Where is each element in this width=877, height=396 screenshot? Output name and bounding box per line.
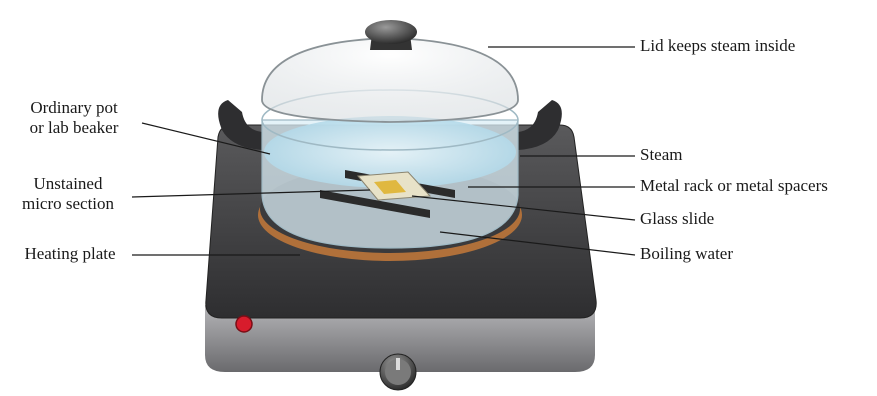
label-section-line2: micro section xyxy=(6,194,130,214)
label-plate-text: Heating plate xyxy=(24,244,115,263)
label-steam-text: Steam xyxy=(640,145,683,164)
label-section: Unstained micro section xyxy=(6,174,130,214)
label-slide-text: Glass slide xyxy=(640,209,714,228)
lid-knob xyxy=(365,20,417,44)
label-section-line1: Unstained xyxy=(6,174,130,194)
temperature-knob-icon[interactable] xyxy=(380,354,416,390)
indicator-light xyxy=(236,316,252,332)
label-plate: Heating plate xyxy=(8,244,132,264)
label-pot: Ordinary pot or lab beaker xyxy=(14,98,134,138)
label-water: Boiling water xyxy=(640,244,733,264)
lid xyxy=(262,20,518,122)
label-steam: Steam xyxy=(640,145,683,165)
label-pot-line2: or lab beaker xyxy=(14,118,134,138)
label-lid: Lid keeps steam inside xyxy=(640,36,795,56)
label-lid-text: Lid keeps steam inside xyxy=(640,36,795,55)
label-rack: Metal rack or metal spacers xyxy=(640,176,828,196)
label-rack-text: Metal rack or metal spacers xyxy=(640,176,828,195)
label-water-text: Boiling water xyxy=(640,244,733,263)
label-slide: Glass slide xyxy=(640,209,714,229)
label-pot-line1: Ordinary pot xyxy=(14,98,134,118)
